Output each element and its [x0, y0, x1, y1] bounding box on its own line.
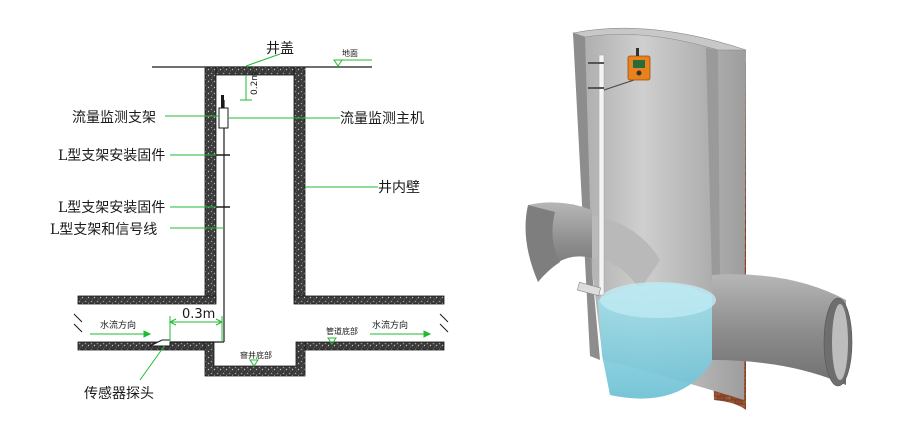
antenna-shape — [221, 95, 224, 108]
label-host-unit: 流量监测主机 — [340, 111, 424, 127]
well-cover-shape — [215, 66, 295, 76]
left-section-diagram: 井盖 地面 0.2m 流量监测支架 流量监测主机 L型支架安装固件 井内壁 L型… — [50, 41, 449, 402]
pipe-bottom-marker — [327, 337, 337, 345]
water-surface — [600, 282, 716, 318]
shaft-cut-left — [573, 33, 600, 360]
ground-marker — [333, 59, 343, 67]
well-sump — [204, 341, 306, 377]
inlet-pipe-channel — [592, 215, 660, 290]
label-flow-right: 水流方向 — [372, 319, 408, 331]
pipe-bottom-left — [77, 341, 209, 351]
label-sensor-probe: 传感器探头 — [84, 385, 154, 402]
leader-well-cover — [245, 53, 281, 67]
outlet-pipe-inner — [832, 304, 848, 380]
label-ground: 地面 — [342, 48, 358, 58]
pipe-break-left — [73, 313, 83, 333]
flow-arrow-right-head — [423, 330, 432, 338]
label-well-cover: 井盖 — [266, 41, 294, 57]
shaft-top-rim — [571, 27, 747, 51]
inlet-pipe-mouth — [525, 205, 560, 282]
pipe-top-left — [77, 295, 217, 305]
host-unit-shape — [218, 107, 229, 129]
host-unit-screen — [633, 60, 645, 68]
dim-arrows — [169, 318, 223, 326]
outlet-pipe — [712, 274, 846, 385]
label-mount-bracket: 流量监测支架 — [72, 110, 156, 126]
label-fixing-1: L型支架安装固件 — [58, 148, 165, 164]
pipe-break-right — [439, 313, 449, 333]
label-pipe-bottom: 管道底部 — [326, 326, 358, 336]
pipe-top-right — [293, 295, 445, 305]
leader-probe — [139, 344, 166, 381]
shaft-wall-left — [204, 66, 217, 300]
label-fixing-2: L型支架安装固件 — [58, 200, 165, 216]
host-unit-antenna — [636, 48, 639, 56]
signal-cable — [603, 79, 635, 91]
shaft-cut-right — [706, 48, 720, 282]
well-bottom-marker — [249, 359, 259, 367]
label-signal-line: L型支架和信号线 — [50, 222, 157, 238]
shaft-wall-right — [293, 66, 306, 300]
flow-arrow-left-head — [143, 330, 152, 338]
right-3d-illustration — [525, 27, 853, 410]
pipe-bottom-right — [304, 341, 445, 351]
label-probe-distance: 0.3m — [182, 307, 215, 322]
bracket-pole — [598, 54, 605, 296]
label-top-gap: 0.2m — [250, 72, 260, 95]
host-unit-button — [636, 70, 642, 76]
label-inner-wall: 井内壁 — [378, 180, 420, 196]
label-well-bottom: 窨井底部 — [240, 350, 272, 360]
label-flow-left: 水流方向 — [100, 319, 136, 331]
sensor-probe-3d — [576, 281, 602, 297]
